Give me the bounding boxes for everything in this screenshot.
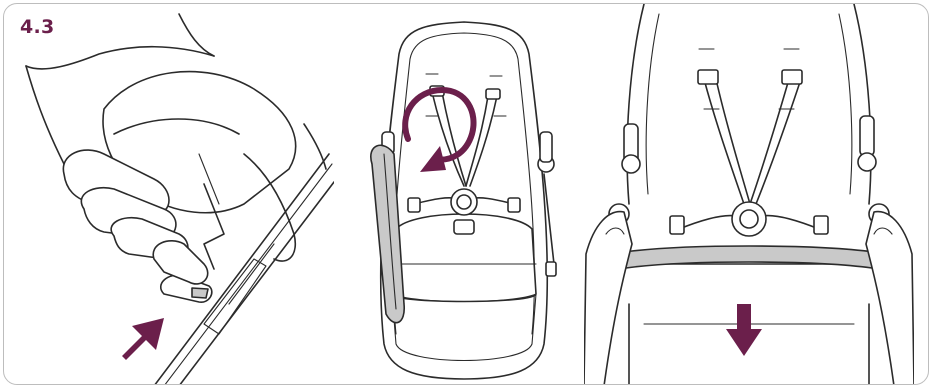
- seat-illustration: [381, 22, 556, 379]
- push-arrow-icon: [122, 318, 164, 360]
- hand-illustration: [26, 14, 326, 284]
- panel-pull-bumper: [584, 4, 914, 385]
- instruction-frame: 4.3: [3, 3, 929, 385]
- down-arrow-icon: [726, 304, 762, 356]
- rotate-arrow-icon: [405, 90, 473, 172]
- panel-press-button: [4, 4, 334, 385]
- hands-illustration: [584, 212, 914, 385]
- panel-rotate-bumper: [354, 4, 574, 385]
